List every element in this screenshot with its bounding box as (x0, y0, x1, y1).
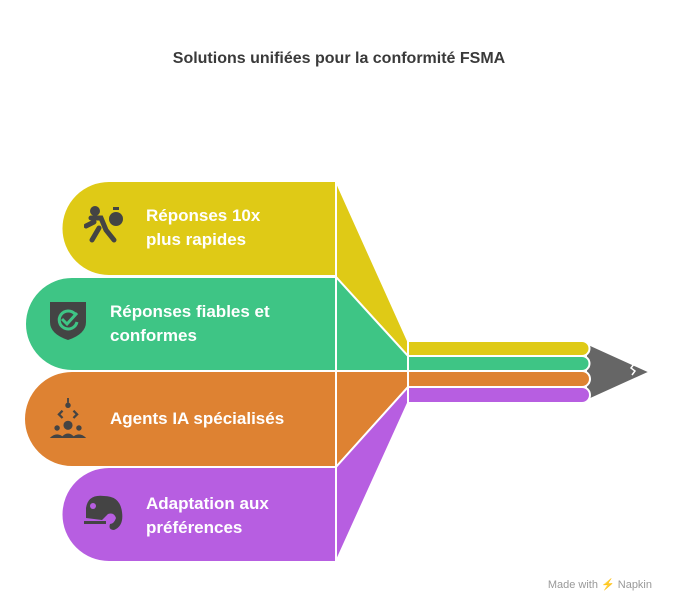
diagram-title: Solutions unifiées pour la conformité FS… (172, 50, 506, 67)
shield-check-icon (50, 302, 86, 340)
napkin-footer[interactable]: Made with ⚡ Napkin (547, 579, 652, 591)
item-label-agents: Agents IA spécialisés (110, 409, 285, 428)
pill-purple (60, 466, 337, 563)
pill-orange (23, 370, 337, 468)
strip-green (407, 355, 591, 372)
strip-purple (407, 386, 591, 404)
chameleon-icon (84, 495, 123, 530)
strip-orange (407, 370, 591, 388)
pill-yellow (60, 180, 337, 277)
ai-agents-icon (49, 398, 87, 438)
pencil-tip (585, 341, 653, 403)
strip-yellow (407, 340, 591, 357)
running-stopwatch-icon (84, 206, 123, 243)
